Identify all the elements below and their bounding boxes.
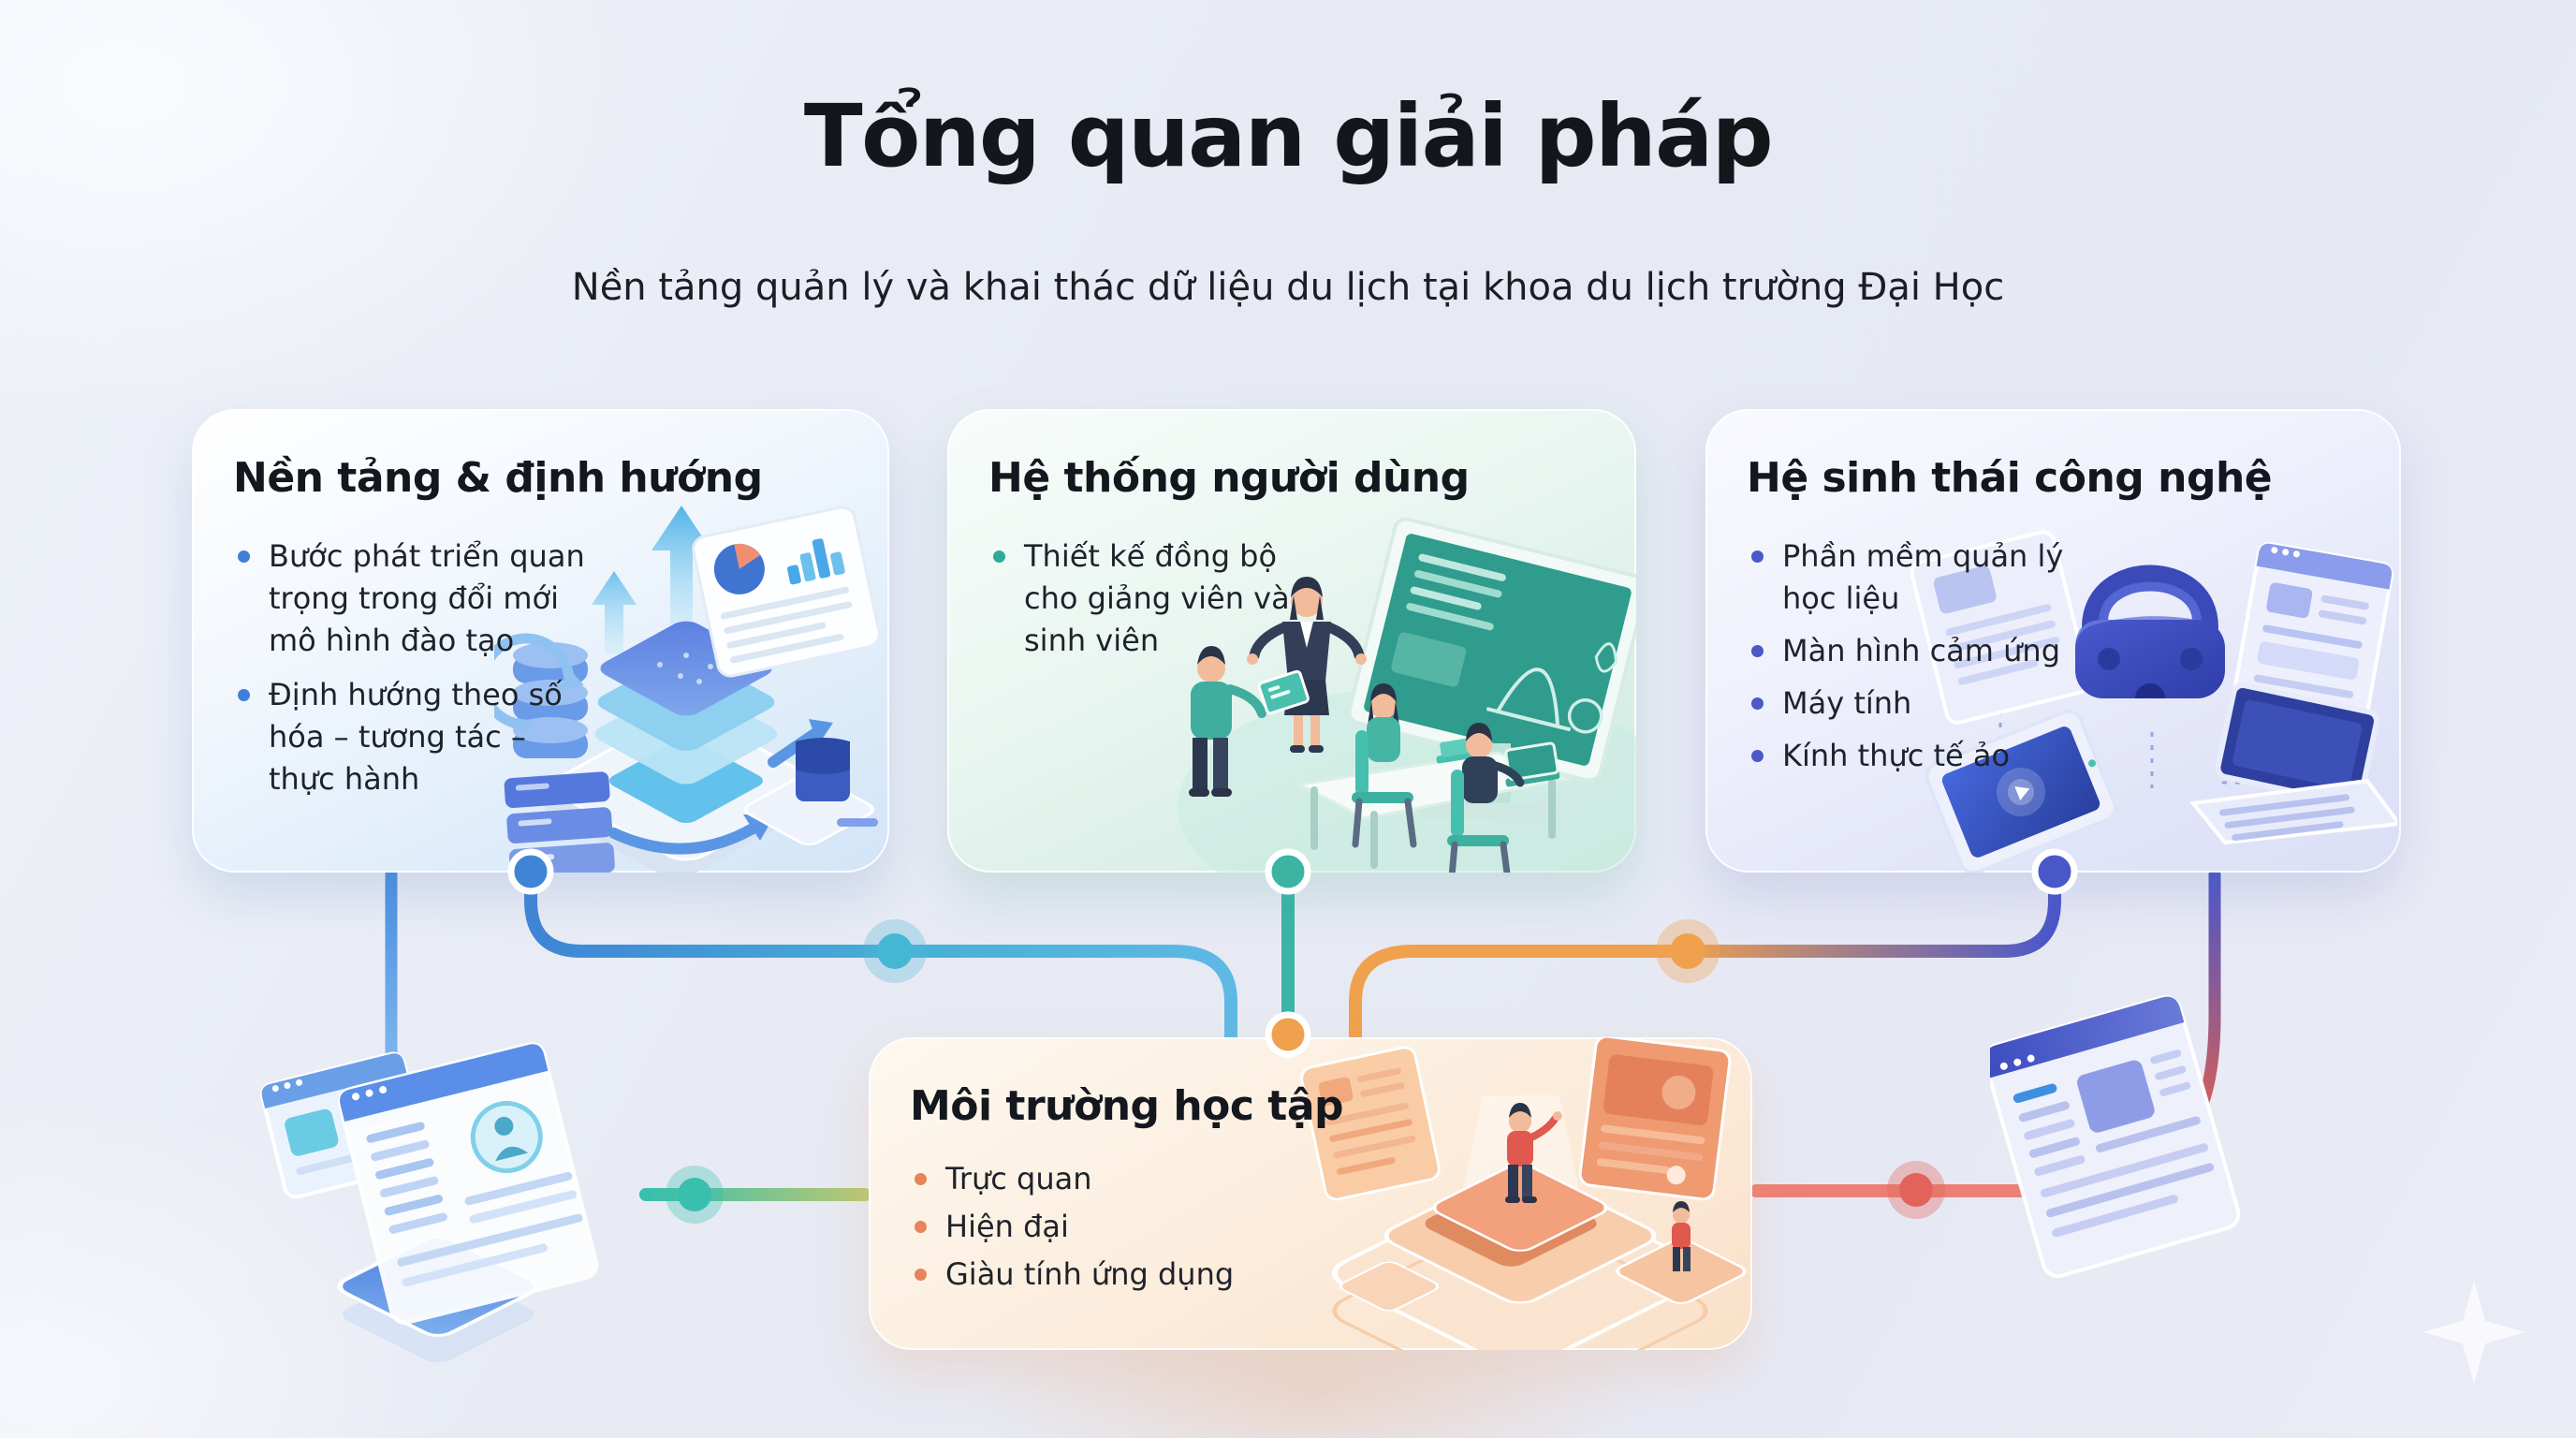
floating-panel-icon bbox=[1300, 1046, 1441, 1201]
presentation-screen-icon bbox=[1347, 517, 1636, 783]
card-user-system-bullets: Thiết kế đồng bộ cho giảng viên và sinh … bbox=[988, 536, 1595, 662]
cycle-arrows-icon bbox=[477, 633, 833, 855]
devices-illustration bbox=[1910, 496, 2401, 873]
vr-headset-icon bbox=[2075, 565, 2225, 698]
node-card4 bbox=[1265, 1011, 1311, 1058]
card-learning-environment-title: Môi trường học tập bbox=[910, 1082, 1344, 1130]
node-mid-cyan bbox=[877, 933, 913, 969]
page-title: Tổng quan giải pháp bbox=[803, 86, 1774, 186]
card-tech-ecosystem: Hệ sinh thái công nghệ Phần mềm quản lý … bbox=[1705, 409, 2401, 873]
bullet-item: Định hướng theo số hóa – tương tác – thự… bbox=[233, 674, 598, 800]
node-mid-orange bbox=[1670, 933, 1705, 969]
card-foundation-title: Nền tảng & định hướng bbox=[233, 454, 763, 502]
node-card1 bbox=[507, 848, 554, 895]
bullet-item: Giàu tính ứng dụng bbox=[910, 1254, 1470, 1295]
side-platform-icon bbox=[1616, 1201, 1747, 1304]
bullet-item: Hiện đại bbox=[910, 1206, 1470, 1247]
person-presenting-icon bbox=[1505, 1103, 1562, 1203]
card-learning-environment: Môi trường học tập Trực quan Hiện đại Gi… bbox=[869, 1037, 1752, 1350]
card-user-system: Hệ thống người dùng Thiết kế đồng bộ cho… bbox=[947, 409, 1636, 873]
teacher-figure-icon bbox=[1247, 577, 1367, 753]
seated-student-icon bbox=[1447, 723, 1525, 873]
seated-student-icon bbox=[1352, 683, 1417, 848]
node-card3 bbox=[2031, 848, 2078, 895]
floating-screen-icon bbox=[1578, 1037, 1732, 1201]
node-mid-red bbox=[1899, 1173, 1933, 1207]
page-subtitle: Nền tảng quản lý và khai thác dữ liệu du… bbox=[571, 266, 2005, 309]
bullet-item: Phần mềm quản lý học liệu bbox=[1747, 536, 2100, 620]
bullet-item: Trực quan bbox=[910, 1158, 1470, 1199]
bullet-item: Kính thực tế ảo bbox=[1747, 735, 2100, 777]
kiosk-icon bbox=[743, 738, 878, 845]
card-tech-ecosystem-title: Hệ sinh thái công nghệ bbox=[1747, 454, 2273, 502]
tablet-icon bbox=[1925, 709, 2117, 873]
node-mid-teal bbox=[678, 1178, 711, 1211]
bullet-item: Bước phát triển quan trọng trong đổi mới… bbox=[233, 536, 598, 662]
connector-card1-to-card4 bbox=[524, 873, 1237, 1046]
node-card2 bbox=[1265, 848, 1311, 895]
database-icon bbox=[513, 642, 588, 758]
learning-stage-illustration bbox=[1284, 1037, 1752, 1350]
bullet-item: Màn hình cảm ứng bbox=[1747, 630, 2100, 672]
connector-card3-to-card4 bbox=[1349, 873, 2061, 1046]
classroom-illustration bbox=[1149, 498, 1636, 873]
stage-platform-icon bbox=[1425, 1164, 1608, 1267]
bullet-item: Máy tính bbox=[1747, 682, 2100, 725]
bullet-item: Thiết kế đồng bộ cho giảng viên và sinh … bbox=[988, 536, 1305, 662]
card-tech-ecosystem-bullets: Phần mềm quản lý học liệu Màn hình cảm ứ… bbox=[1747, 536, 2360, 777]
browser-card-icon bbox=[1910, 530, 2091, 725]
card-foundation-bullets: Bước phát triển quan trọng trong đổi mới… bbox=[233, 536, 848, 800]
analytics-dashboard-icon bbox=[692, 506, 881, 678]
standing-student-icon bbox=[1189, 646, 1310, 797]
card-user-system-title: Hệ thống người dùng bbox=[988, 454, 1470, 502]
card-learning-environment-bullets: Trực quan Hiện đại Giàu tính ứng dụng bbox=[910, 1158, 1711, 1295]
